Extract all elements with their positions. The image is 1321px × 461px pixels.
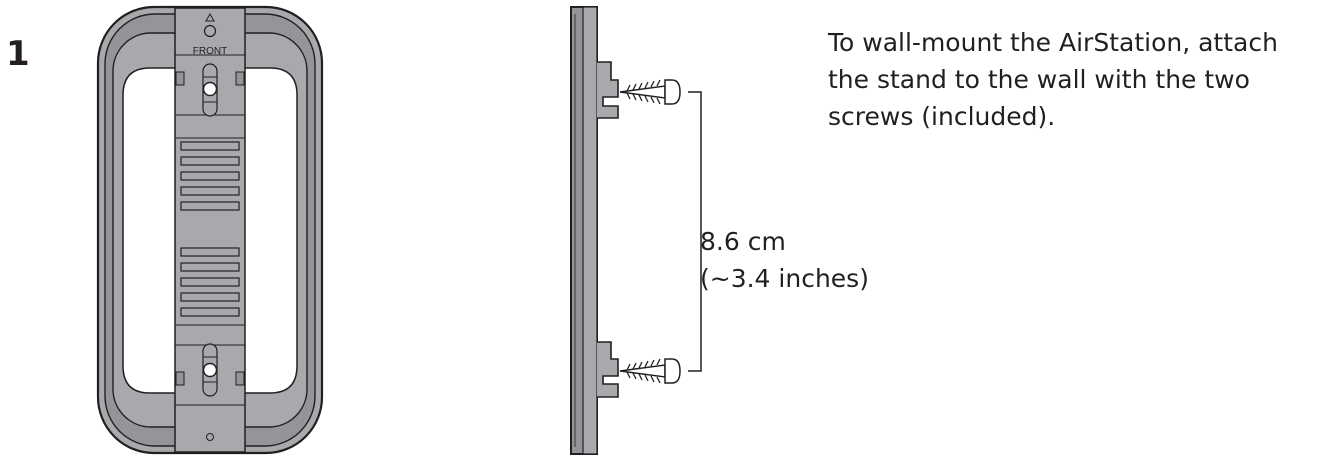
instruction-text: To wall-mount the AirStation, attach the…	[828, 24, 1308, 135]
distance-metric: 8.6 cm	[700, 227, 786, 256]
dimension-bracket	[688, 91, 702, 372]
instruction-line: the stand to the wall with the two	[828, 65, 1250, 94]
stand-front-view: FRONT	[96, 5, 324, 455]
top-hook	[597, 61, 619, 119]
distance-imperial: (~3.4 inches)	[700, 264, 869, 293]
stand-side-view	[570, 6, 702, 455]
top-screw-icon	[619, 79, 681, 105]
bottom-screw-icon	[619, 358, 681, 384]
instruction-line: screws (included).	[828, 102, 1056, 131]
instruction-line: To wall-mount the AirStation, attach	[828, 28, 1278, 57]
front-label: FRONT	[193, 46, 227, 57]
bottom-hook	[597, 341, 619, 398]
step-number: 1	[6, 34, 30, 74]
distance-label: 8.6 cm (~3.4 inches)	[700, 223, 869, 297]
